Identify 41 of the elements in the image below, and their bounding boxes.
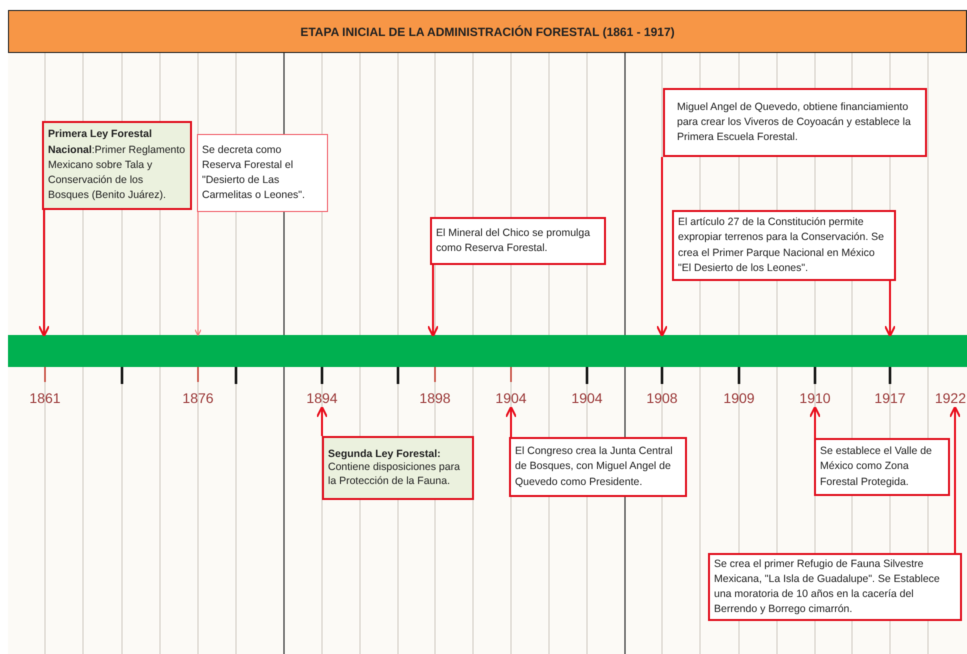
event-box <box>672 210 896 281</box>
arrow <box>505 406 517 437</box>
event-text: Miguel Angel de Quevedo, obtiene financiamiento para crear los Viveros de Coyoacán y establece la Primera Escuela Forestal. <box>677 100 912 146</box>
event-text: Se establece el Valle de México como Zona Forestal Protegida. <box>820 444 933 490</box>
year-label: 1917 <box>868 388 912 408</box>
event-text: Contiene disposiciones para la Protección de la Fauna. <box>328 461 461 488</box>
arrow <box>194 212 202 336</box>
event-box <box>663 88 927 157</box>
event-text: El Congreso crea la Junta Central de Bosques, con Miguel Angel de Quevedo como Presidente. <box>515 444 674 490</box>
arrow <box>427 265 439 337</box>
year-label: 1904 <box>489 388 533 408</box>
year-label: 1904 <box>565 388 609 408</box>
title-banner: ETAPA INICIAL DE LA ADMINISTRACIÓN FORESTAL (1861 - 1917) <box>8 10 967 53</box>
year-label: 1898 <box>413 388 457 408</box>
event-box <box>509 437 687 497</box>
year-label: 1876 <box>176 388 220 408</box>
arrow <box>38 210 50 337</box>
event-box <box>197 134 328 212</box>
arrow <box>884 281 896 337</box>
arrow <box>656 157 668 337</box>
event-text: El Mineral del Chico se promulga como Reserva Forestal. <box>436 226 592 256</box>
year-label: 1922 <box>928 388 966 408</box>
arrow <box>809 406 821 438</box>
event-box <box>814 438 950 496</box>
event-box <box>42 121 192 210</box>
event-box <box>322 436 474 500</box>
year-label: 1908 <box>640 388 684 408</box>
arrow <box>316 406 328 436</box>
event-box <box>430 217 606 265</box>
event-text: El artículo 27 de la Constitución permite expropiar terrenos para la Conservación. Se crea el Primer Parque Nacional en México "El Desierto de los Leones". <box>678 215 886 276</box>
timeline-bar <box>8 335 967 367</box>
year-label: 1910 <box>793 388 837 408</box>
event-box <box>708 553 962 621</box>
event-text: Se decreta como Reserva Forestal el "Desierto de Las Carmelitas o Leones". <box>202 142 306 204</box>
event-heading: Segunda Ley Forestal: <box>328 448 442 462</box>
year-label: 1909 <box>717 388 761 408</box>
year-label: 1894 <box>300 388 344 408</box>
year-label: 1861 <box>23 388 67 408</box>
arrow <box>949 406 961 553</box>
event-text: Primera Ley Forestal Nacional:Primer Reglamento Mexicano sobre Tala y Conservación de los Bosques (Benito Juárez). <box>48 127 186 204</box>
event-text: Se crea el primer Refugio de Fauna Silvestre Mexicana, "La Isla de Guadalupe". Se Establece una moratoria de 10 años en la cacería del Berrendo y Borrego cimarrón. <box>714 556 941 618</box>
